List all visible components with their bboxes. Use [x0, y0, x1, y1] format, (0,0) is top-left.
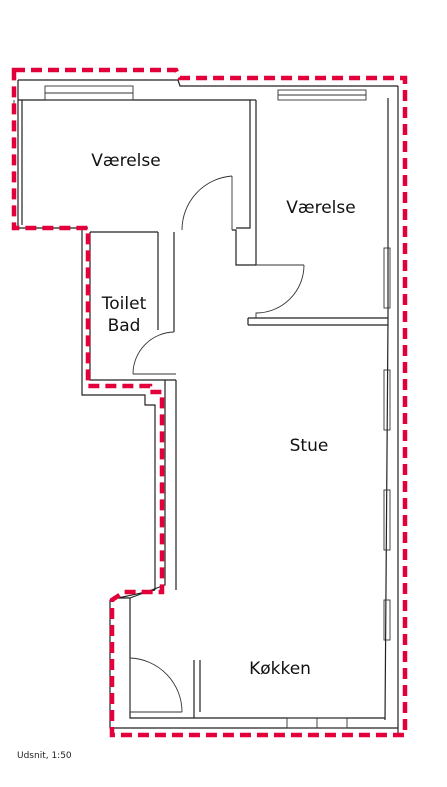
room-label-vaerelse-right: Værelse	[286, 198, 355, 218]
room-label-koekken: Køkken	[249, 659, 311, 679]
doors	[129, 175, 305, 713]
scale-caption: Udsnit, 1:50	[17, 751, 72, 761]
windows	[44, 85, 391, 729]
room-label-stue: Stue	[290, 436, 329, 456]
room-label-toilet: Toilet	[101, 294, 147, 314]
room-label-vaerelse-left: Værelse	[91, 151, 160, 171]
interior-walls	[90, 99, 388, 718]
boundary-outline	[11, 67, 408, 738]
outer-walls	[17, 79, 399, 735]
room-label-bad: Bad	[108, 316, 141, 336]
